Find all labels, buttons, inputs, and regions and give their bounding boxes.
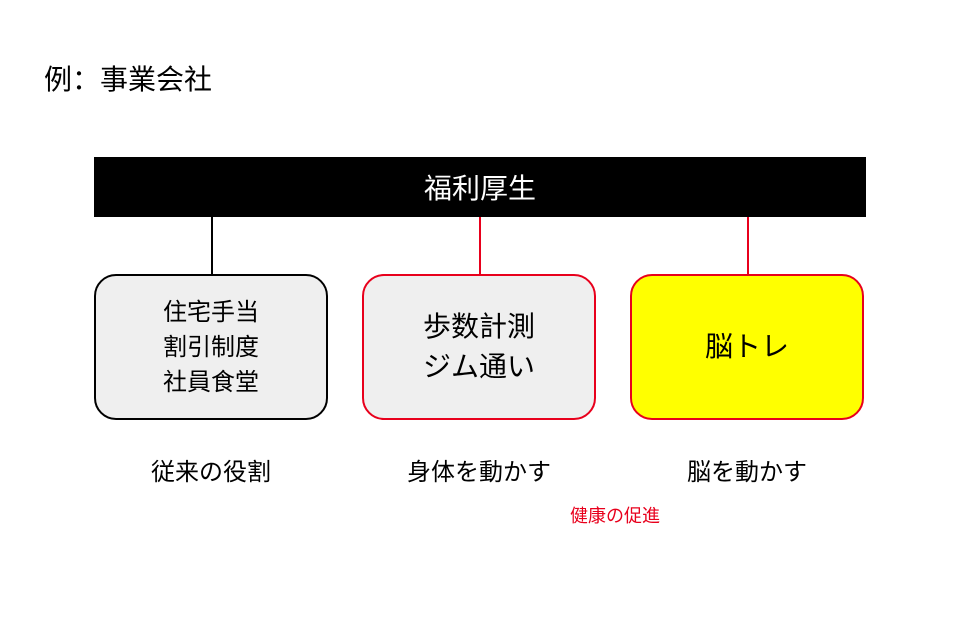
box-body: 歩数計測 ジム通い [362,274,596,420]
caption-traditional: 従来の役割 [151,458,271,486]
connector-line-1 [211,217,213,274]
box-line: 歩数計測 [422,310,535,343]
caption-brain: 脳を動かす [687,458,807,486]
box-traditional: 住宅手当 割引制度 社員食堂 [94,274,328,420]
box-brain: 脳トレ [630,274,864,420]
box-line: 割引制度 [163,332,259,361]
box-line: 脳トレ [704,330,789,363]
connector-line-3 [747,217,749,274]
header-title: 福利厚生 [423,172,536,205]
box-line: 住宅手当 [163,297,259,326]
box-line: 社員食堂 [163,367,259,396]
caption-body: 身体を動かす [407,458,551,486]
example-label: 例：事業会社 [44,63,213,96]
header-bar: 福利厚生 [94,157,866,217]
health-promotion-note: 健康の促進 [570,506,660,527]
connector-line-2 [479,217,481,274]
box-line: ジム通い [422,350,535,383]
